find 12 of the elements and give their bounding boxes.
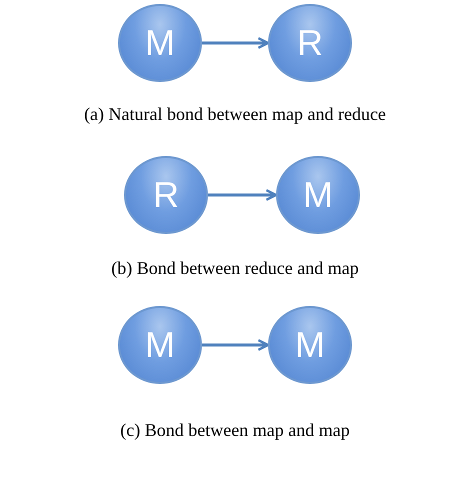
arrow [202, 37, 270, 49]
caption: (c) Bond between map and map [120, 420, 350, 440]
node-label: M [295, 327, 325, 363]
arrow [202, 339, 270, 351]
arrow [208, 189, 278, 201]
node-label: R [153, 177, 179, 213]
node-label: M [145, 327, 175, 363]
node-label: R [297, 25, 323, 61]
node-label: M [303, 177, 333, 213]
node-label: M [145, 25, 175, 61]
caption: (a) Natural bond between map and reduce [84, 104, 386, 124]
caption: (b) Bond between reduce and map [111, 258, 359, 278]
